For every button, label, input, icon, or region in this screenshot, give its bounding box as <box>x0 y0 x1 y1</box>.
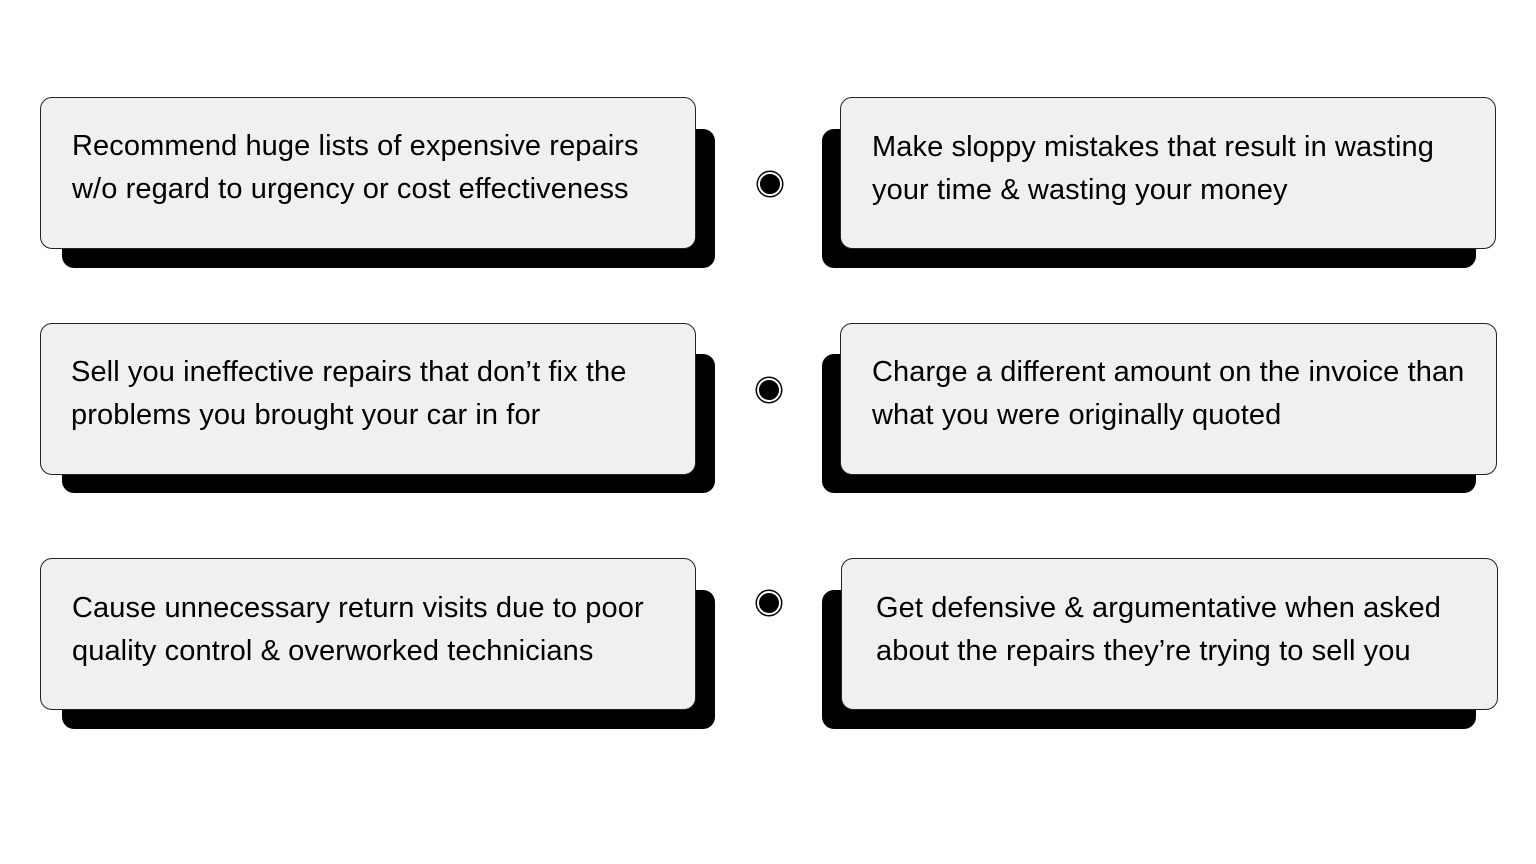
card-box <box>40 97 696 249</box>
card-text: Cause unnecessary return visits due to p… <box>72 592 644 667</box>
row-1-bullet-dot <box>758 172 782 196</box>
row-3-bullet-dot <box>757 591 781 615</box>
row-2-bullet-dot <box>757 378 781 402</box>
card-box <box>840 323 1497 475</box>
card-box <box>841 558 1498 710</box>
card-box <box>40 558 696 710</box>
card-box <box>840 97 1496 249</box>
card-text: Make sloppy mistakes that result in wast… <box>872 131 1434 206</box>
card-text: Charge a different amount on the invoice… <box>872 356 1465 431</box>
card-text: Get defensive & argumentative when asked… <box>876 592 1441 667</box>
card-text: Recommend huge lists of expensive repair… <box>72 130 639 205</box>
card-text: Sell you ineffective repairs that don’t … <box>71 356 627 431</box>
card-box <box>40 323 696 475</box>
